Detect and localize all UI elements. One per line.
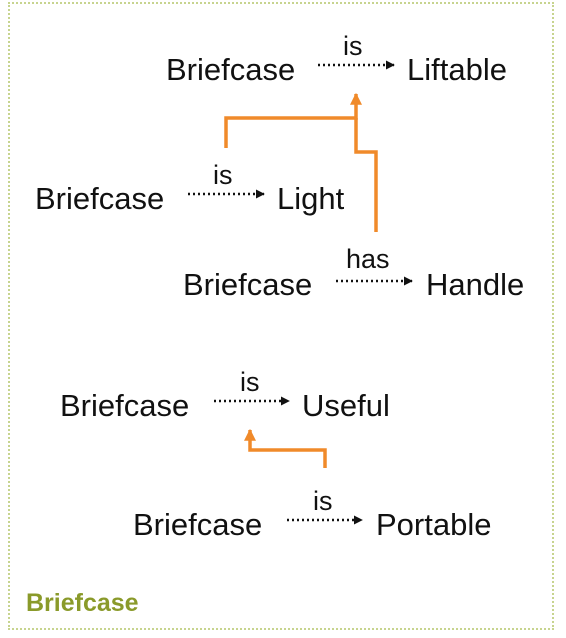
statement-4-relation: is xyxy=(240,367,260,397)
inference-arrow-light-handle-to-liftable xyxy=(224,92,362,148)
statement-3-object: Handle xyxy=(426,267,524,302)
diagram-frame xyxy=(8,2,554,630)
statement-2-object: Light xyxy=(277,181,345,216)
statement-4-object: Useful xyxy=(302,388,390,423)
statement-4: Briefcase is Useful xyxy=(60,367,390,423)
statement-1-subject: Briefcase xyxy=(166,52,295,87)
statement-1-object: Liftable xyxy=(407,52,507,87)
statement-2-subject: Briefcase xyxy=(35,181,164,216)
diagram-caption: Briefcase xyxy=(26,589,139,617)
statement-4-subject: Briefcase xyxy=(60,388,189,423)
inference-arrow-portable-to-useful xyxy=(244,428,327,468)
statement-5-relation: is xyxy=(313,486,333,516)
statement-3: Briefcase has Handle xyxy=(183,244,524,302)
inference-arrow-handle-branch xyxy=(354,118,378,232)
statement-2-relation: is xyxy=(213,160,233,190)
statement-5-object: Portable xyxy=(376,507,491,542)
statement-1: Briefcase is Liftable xyxy=(166,31,507,87)
statement-5-subject: Briefcase xyxy=(133,507,262,542)
statement-5: Briefcase is Portable xyxy=(133,486,491,542)
statement-1-relation: is xyxy=(343,31,363,61)
statement-3-subject: Briefcase xyxy=(183,267,312,302)
statement-2: Briefcase is Light xyxy=(35,160,345,216)
statement-3-relation: has xyxy=(346,244,390,274)
